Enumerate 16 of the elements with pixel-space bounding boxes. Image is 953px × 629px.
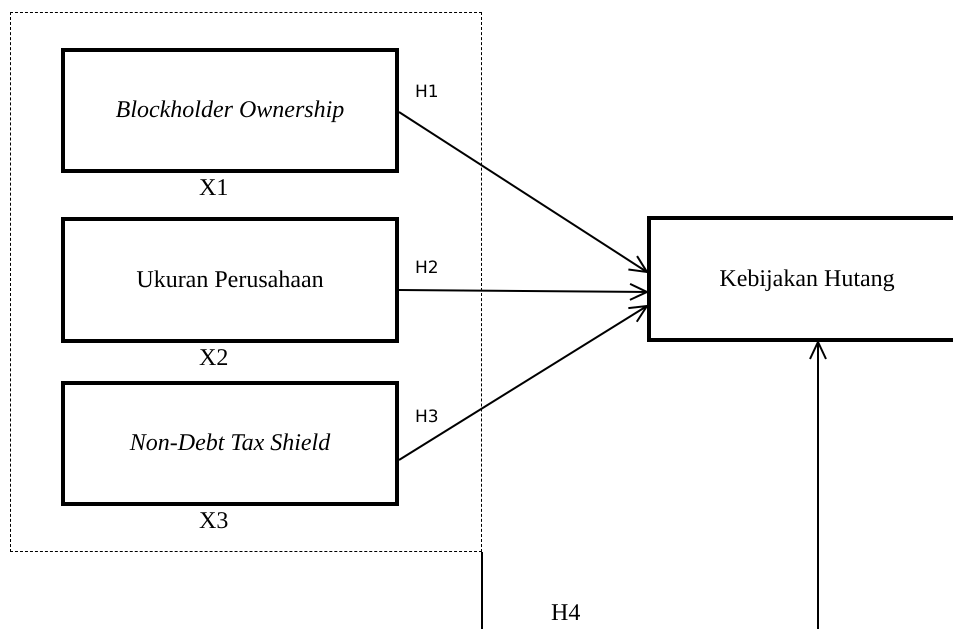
arrow [398,305,648,461]
arrow [398,111,648,273]
edge-label: H3 [415,407,439,427]
edge-label: H4 [551,600,580,627]
edge-label: H1 [415,82,439,102]
arrow [399,282,648,301]
variable-code: X3 [199,508,228,535]
variable-box: Non-Debt Tax Shield [61,381,399,506]
variable-box: Kebijakan Hutang [647,216,953,342]
dashed-group-box [10,12,482,552]
edge-label: H2 [415,258,439,278]
variable-box: Ukuran Perusahaan [61,217,399,343]
arrow [481,341,827,629]
variable-box: Blockholder Ownership [61,48,399,173]
variable-code: X2 [199,345,228,372]
variable-code: X1 [199,175,228,202]
